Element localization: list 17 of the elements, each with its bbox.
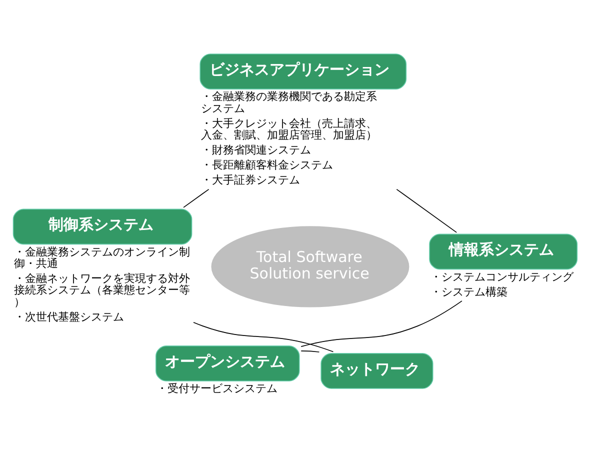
node-label: ・システム構築	[430, 285, 508, 298]
connector	[183, 188, 210, 208]
node-ellipse: Total Software Solution service	[211, 226, 410, 308]
connector	[193, 322, 334, 352]
node-label: ・金融業務システムのオンライン制御・共通	[14, 245, 190, 270]
connector	[396, 188, 457, 233]
node-label: ・金融業務の業務機関である勘定系システム	[200, 90, 377, 115]
node-label: ・受付サービスシステム	[156, 382, 278, 396]
node-label: ・次世代基盤システム	[14, 310, 124, 324]
node-label: ・大手証券システム	[200, 174, 300, 187]
node-label: ・システムコンサルティング	[430, 270, 574, 284]
node-label: ・財務省関連システム	[200, 144, 311, 157]
connector	[300, 350, 320, 352]
node-label: ・金融ネットワークを実現する対外接続系システム（各業態センター等）	[14, 272, 190, 308]
connector	[300, 300, 462, 347]
node-label: ・長距離顧客料金システム	[200, 158, 333, 172]
node-label: ・大手クレジット会社（売上請求、入金、割賦、加盟店管理、加盟店）	[200, 116, 377, 142]
